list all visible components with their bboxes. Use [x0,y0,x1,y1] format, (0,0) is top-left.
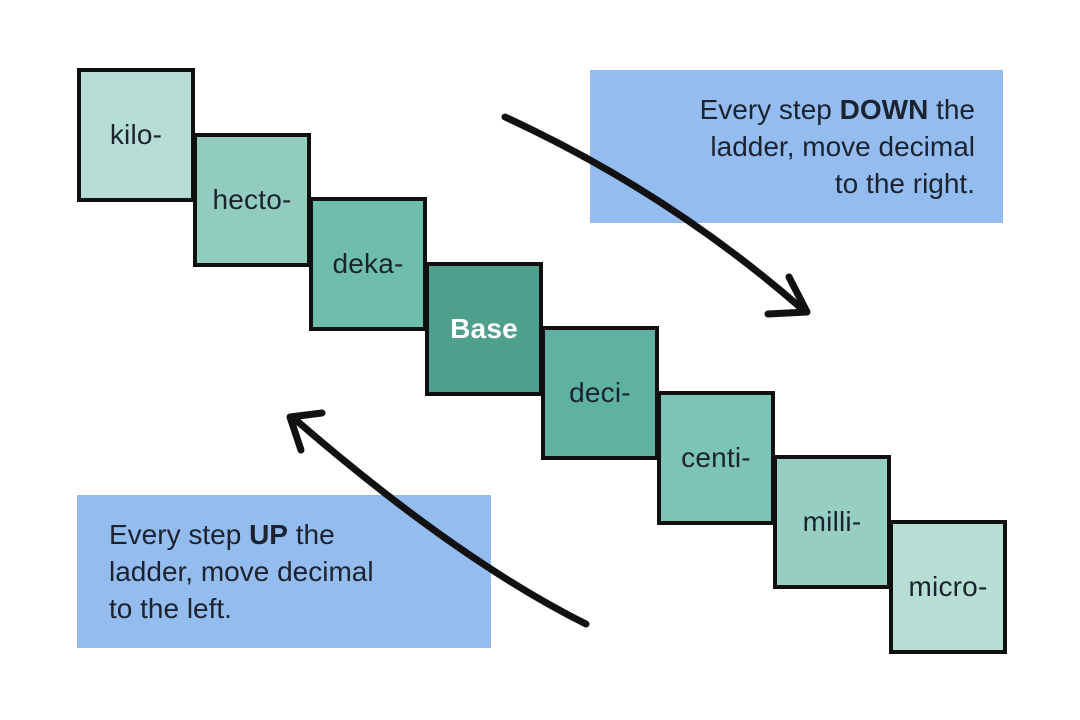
ladder-step-label: kilo- [109,119,163,150]
ladder-step-label: micro- [908,571,988,602]
ladder-step-label: deci- [569,377,631,408]
ladder-step-deci: deci- [541,326,659,460]
ladder-step-kilo: kilo- [77,68,195,202]
note-line: to the left. [109,593,232,624]
note-line: ladder, move decimal [109,556,374,587]
ladder-step-deka: deka- [309,197,427,331]
up-arrow-head [286,409,326,454]
ladder-step-milli: milli- [773,455,891,589]
note-step-up: Every step UP the ladder, move decimal t… [77,495,491,648]
note-bold-word: DOWN [839,94,929,125]
ladder-step-base: Base [425,262,543,396]
ladder-step-label: hecto- [212,184,292,215]
note-line: Every step UP the [109,519,335,550]
ladder-step-label: centi- [681,442,751,473]
ladder-step-label: Base [450,313,518,344]
note-bold-word: UP [249,519,288,550]
ladder-step-label: milli- [802,506,862,537]
ladder-step-label: deka- [332,248,404,279]
down-arrow-head [764,273,811,318]
note-line: Every step DOWN the [699,94,975,125]
ladder-step-micro: micro- [889,520,1007,654]
ladder-step-hecto: hecto- [193,133,311,267]
note-line: ladder, move decimal [710,131,975,162]
note-step-down: Every step DOWN the ladder, move decimal… [590,70,1003,223]
ladder-step-centi: centi- [657,391,775,525]
note-line: to the right. [834,168,975,199]
